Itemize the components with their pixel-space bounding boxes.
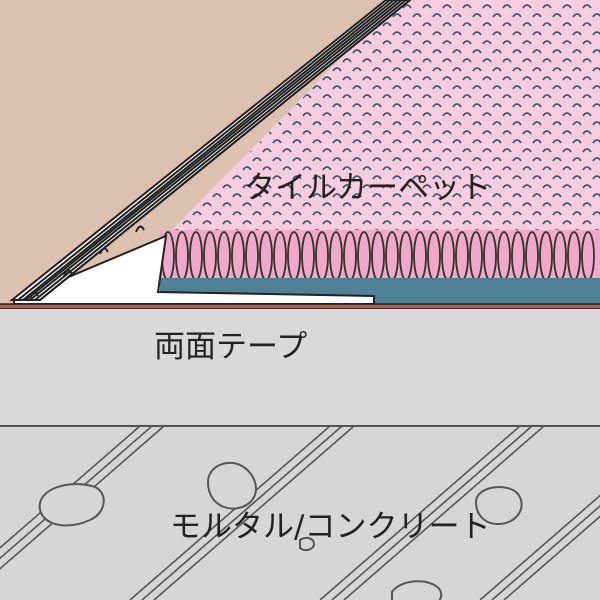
edge-trim: [9, 0, 412, 301]
substrate-label: モルタル/コンクリート: [170, 509, 490, 545]
concrete-hatching: [0, 426, 600, 600]
tape-strip: [0, 304, 600, 309]
carpet-pile-pattern: [172, 0, 600, 232]
carpet-label: タイルカーペット: [244, 170, 491, 206]
board-layer: [0, 309, 600, 426]
tape-label: 両面テープ: [154, 329, 307, 365]
carpet-loop-band: [160, 230, 600, 282]
